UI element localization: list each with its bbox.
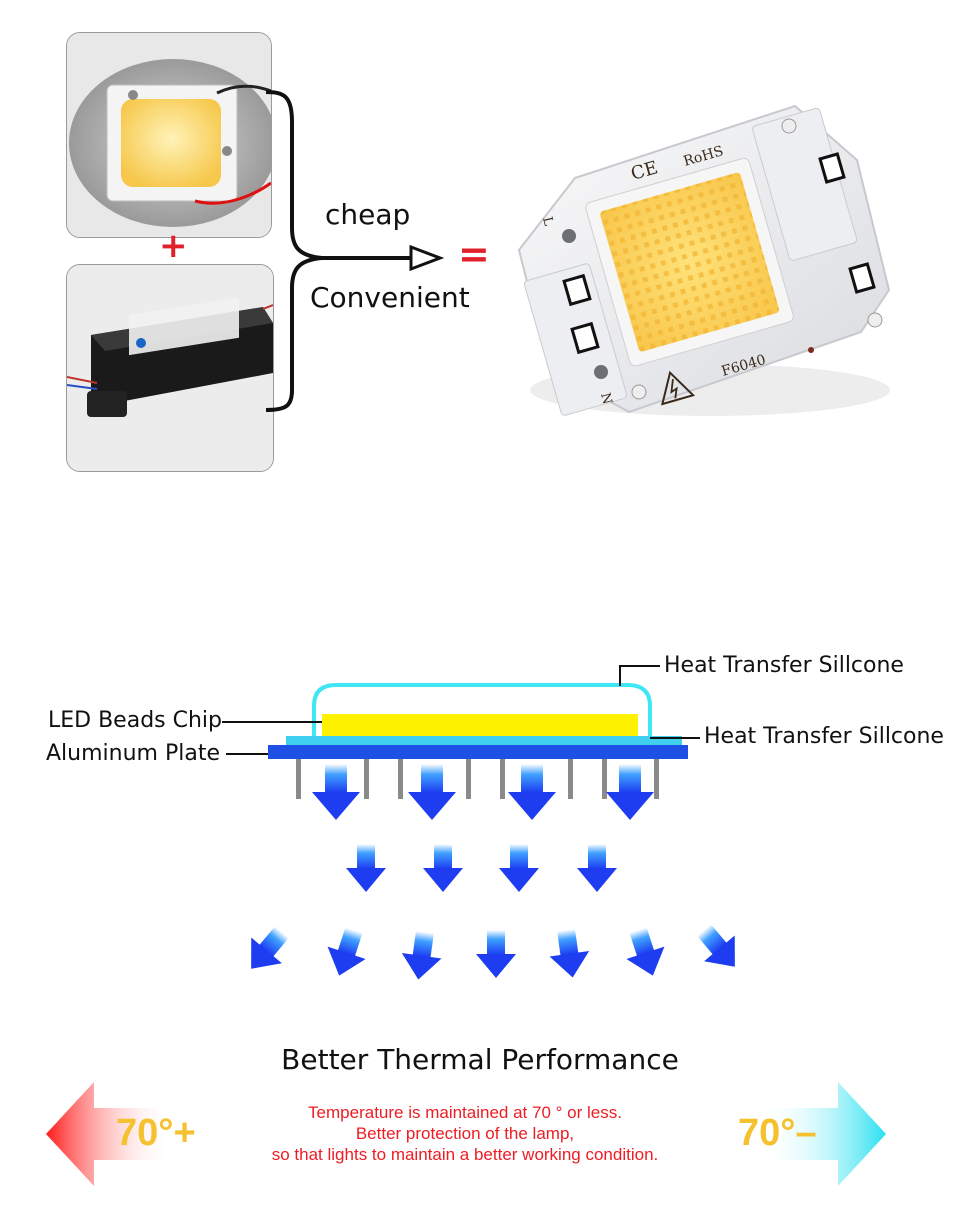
led-cob-photo	[66, 32, 272, 238]
temp-hot-label: 70°+	[116, 1112, 196, 1154]
section-title: Better Thermal Performance	[281, 1043, 679, 1076]
ac-cob-chip-photo: CE RoHS F6040 L N	[517, 104, 891, 416]
note-line-2: Better protection of the lamp,	[355, 1124, 575, 1143]
plus-sign: +	[159, 226, 188, 266]
thermal-layer-diagram	[222, 665, 751, 983]
led-driver-photo	[66, 264, 274, 472]
cool-arrow-icon	[766, 1082, 886, 1186]
temp-cool-label: 70°–	[738, 1112, 817, 1154]
label-chip: LED Beads Chip	[48, 708, 223, 733]
note-line-3: so that lights to maintain a better work…	[271, 1145, 659, 1164]
hollow-arrow-icon	[409, 244, 444, 272]
hot-arrow-icon	[46, 1082, 166, 1186]
led-beads-chip-layer	[322, 714, 638, 738]
label-side-silicone: Heat Transfer Sillcone	[704, 724, 944, 749]
terminal-l-mark: L	[539, 215, 556, 227]
high-voltage-warning-icon	[660, 370, 696, 406]
silicone-layer	[286, 736, 682, 746]
terminal-n-mark: N	[597, 391, 614, 406]
convenient-label: Convenient	[310, 281, 470, 314]
label-plate: Aluminum Plate	[46, 741, 220, 766]
label-top-silicone: Heat Transfer Sillcone	[664, 653, 904, 678]
aluminum-plate-layer	[268, 745, 688, 759]
cheap-label: cheap	[325, 198, 411, 231]
equals-sign: =	[458, 232, 490, 276]
heat-flow-arrow-icon	[235, 917, 751, 983]
brace-connector	[265, 90, 412, 412]
heat-flow-arrow-icon	[346, 844, 617, 892]
temperature-note: Temperature is maintained at 70 ° or les…	[200, 1102, 730, 1165]
silicone-dome	[312, 683, 652, 736]
note-line-1: Temperature is maintained at 70 ° or les…	[308, 1103, 622, 1122]
heat-sink-fins	[296, 759, 659, 799]
